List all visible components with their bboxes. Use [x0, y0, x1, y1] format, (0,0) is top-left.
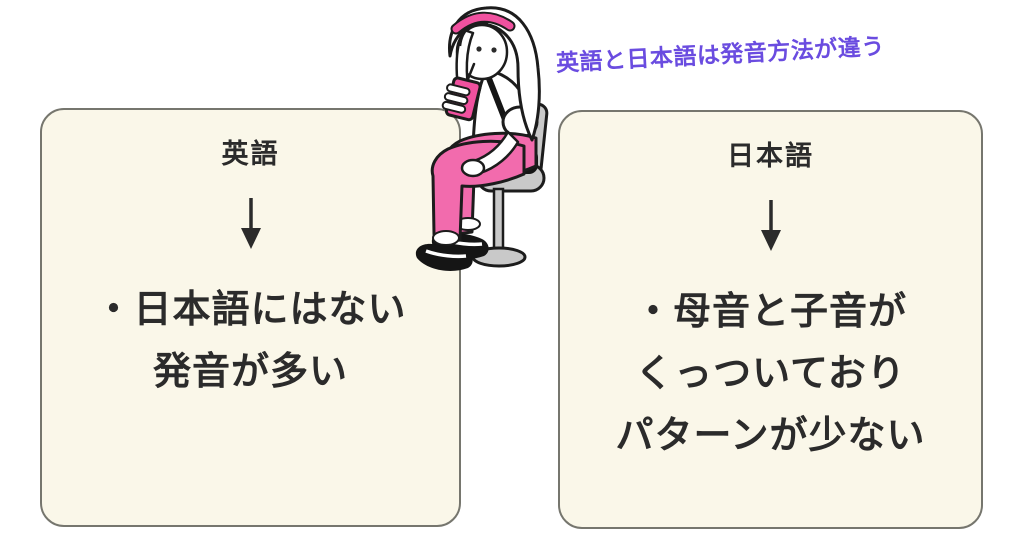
eye-left — [476, 46, 482, 52]
card-english-header: 英語 — [221, 139, 280, 170]
card-japanese-line-1: ・母音と子音が — [633, 289, 907, 333]
headband-icon — [452, 13, 514, 33]
girl-on-stool-illustration — [415, 6, 549, 271]
card-japanese-line-2: くっついており — [635, 351, 906, 395]
hand-on-knee — [460, 158, 486, 178]
card-japanese-header: 日本語 — [727, 141, 814, 172]
card-english-line-1: ・日本語にはない — [94, 287, 407, 331]
page-title: 英語と日本語は発音方法が違う — [555, 33, 886, 77]
front-sock — [432, 230, 460, 246]
front-shoe — [415, 243, 473, 271]
down-arrow-icon — [240, 198, 261, 249]
drink-cup — [441, 76, 482, 122]
hair-back — [448, 6, 541, 142]
stool-pedestal — [492, 187, 505, 255]
card-japanese-line-3: パターンが少ない — [615, 413, 926, 457]
eye-right — [491, 47, 497, 53]
bangs-line — [458, 22, 489, 47]
down-arrow-icon — [760, 200, 781, 251]
card-japanese-body: ・母音と子音が くっついており パターンが少ない — [560, 280, 981, 466]
card-english: 英語 ・日本語にはない 発音が多い — [40, 108, 461, 527]
card-english-line-2: 発音が多い — [152, 349, 348, 393]
card-japanese: 日本語 ・母音と子音が くっついており パターンが少ない — [558, 110, 983, 529]
card-english-body: ・日本語にはない 発音が多い — [42, 278, 459, 402]
